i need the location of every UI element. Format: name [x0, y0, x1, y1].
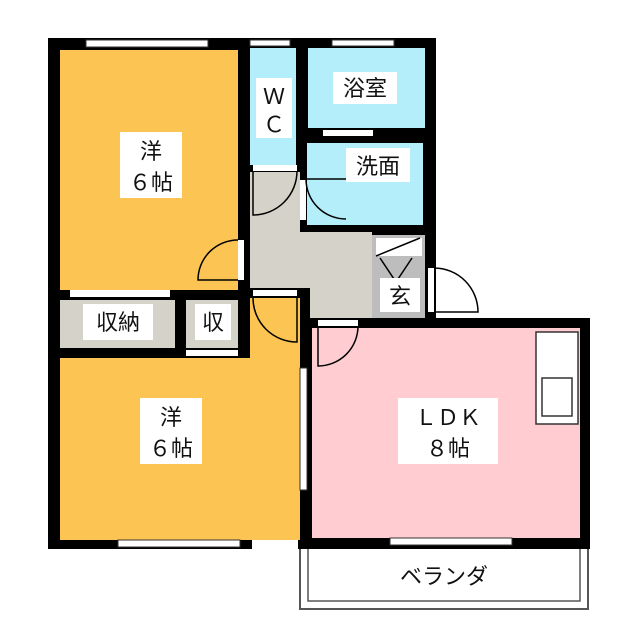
- western2-label-2: ６帖: [149, 437, 193, 462]
- ldk-label-2: ８帖: [426, 437, 470, 462]
- wc-label-1: Ｗ: [263, 85, 285, 110]
- western1-label-2: ６帖: [129, 171, 173, 196]
- washroom-label: 洗面: [356, 155, 400, 180]
- windows: [85, 39, 513, 548]
- door-swings: [197, 170, 479, 367]
- balcony: [299, 544, 589, 610]
- western2-label-1: 洋: [160, 406, 182, 431]
- kitchen-sink: [541, 377, 573, 417]
- ldk-label-1: ＬＤＫ: [415, 406, 481, 431]
- wc-label-2: Ｃ: [263, 113, 285, 138]
- storage-small-label: 収: [202, 311, 224, 336]
- balcony-label: ベランダ: [400, 565, 488, 590]
- storage-large-label: 収納: [96, 311, 140, 336]
- hallway: [250, 172, 372, 318]
- bath-label: 浴室: [343, 77, 387, 102]
- room-labels: 洋 ６帖 Ｗ Ｃ 浴室 洗面 玄 収納 収 洋 ６帖 ＬＤＫ ８帖 ベランダ: [83, 72, 498, 590]
- entrance-label: 玄: [389, 285, 411, 310]
- western-room-2-entry: [250, 298, 300, 360]
- western1-label-1: 洋: [140, 140, 162, 165]
